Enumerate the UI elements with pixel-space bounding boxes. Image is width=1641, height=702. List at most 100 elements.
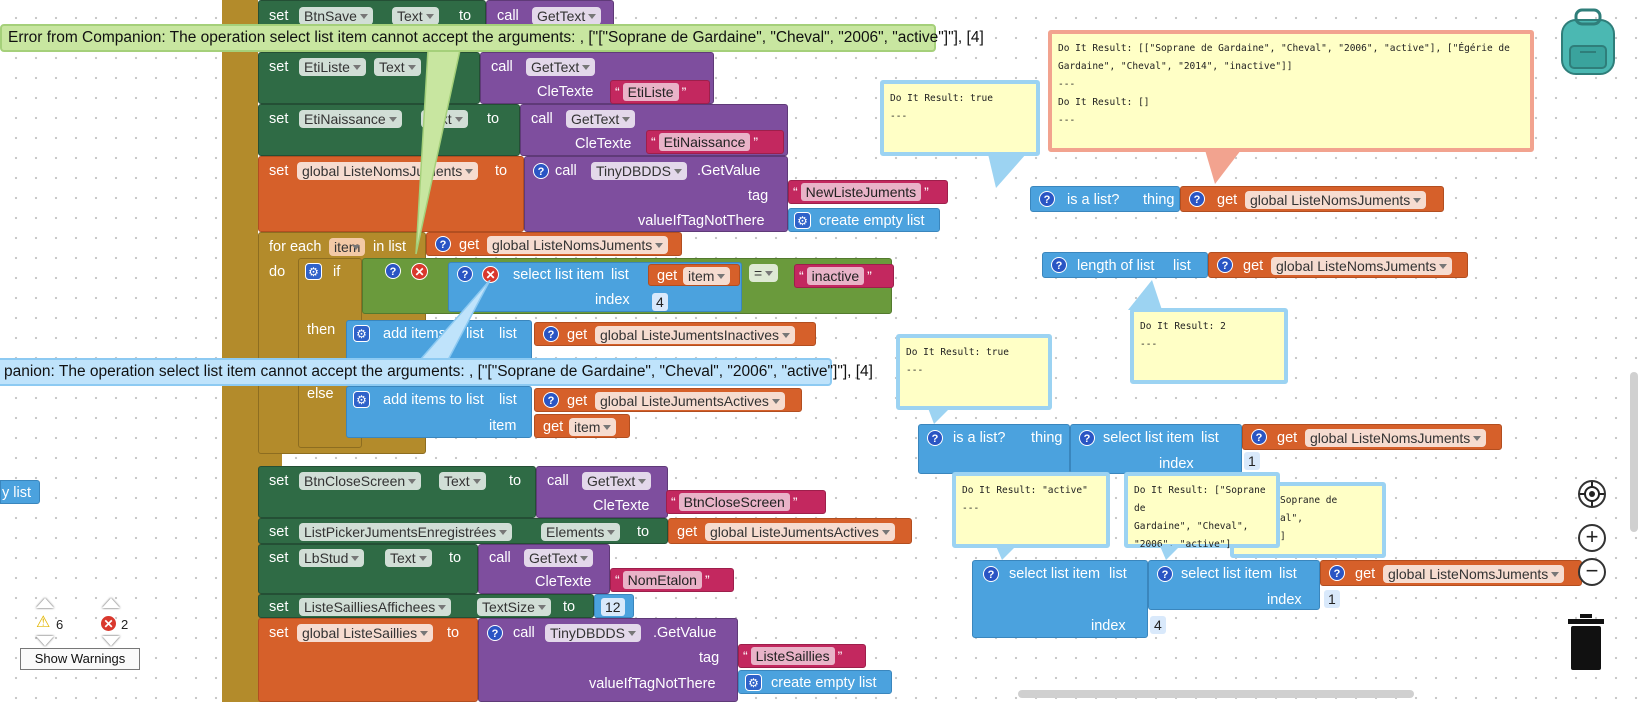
error-next-arrow[interactable] bbox=[102, 636, 120, 646]
set-lbstud[interactable]: set LbStud Text to bbox=[258, 544, 478, 594]
string-inactive[interactable]: “inactive” bbox=[794, 264, 894, 288]
index-number[interactable]: 1 bbox=[1324, 590, 1340, 608]
set-btnclosescreen[interactable]: set BtnCloseScreen Text to bbox=[258, 466, 536, 518]
number-value[interactable]: 12 bbox=[601, 598, 625, 616]
variable-dropdown[interactable]: global ListeNomsJuments bbox=[1271, 257, 1453, 275]
set-btnsave-block[interactable]: set BtnSave Text to bbox=[258, 0, 486, 30]
gear-icon[interactable]: ⚙ bbox=[353, 391, 370, 408]
set-global-listenomsjuments[interactable]: set global ListeNomsJuments to bbox=[258, 156, 524, 232]
gear-icon[interactable]: ⚙ bbox=[305, 263, 322, 280]
variable-dropdown[interactable]: global ListeNomsJuments bbox=[1245, 191, 1427, 209]
string-value[interactable]: EtiListe bbox=[622, 83, 679, 101]
string-listesaillies[interactable]: “ListeSaillies” bbox=[738, 644, 866, 668]
call-gettext-btnclose[interactable]: call GetText CleTexte bbox=[536, 466, 668, 518]
empty-list-stub[interactable]: y list bbox=[0, 480, 40, 504]
error-prev-arrow[interactable] bbox=[102, 598, 120, 608]
string-value[interactable]: ListeSaillies bbox=[750, 647, 835, 665]
create-empty-list-block[interactable]: ⚙ create empty list bbox=[788, 208, 940, 232]
component-dropdown[interactable]: BtnCloseScreen bbox=[299, 472, 422, 490]
call-tinydb-getvalue[interactable]: ? call TinyDBDDS .GetValue tag valueIfTa… bbox=[524, 156, 788, 232]
component-dropdown[interactable]: EtiListe bbox=[299, 58, 366, 76]
vertical-scrollbar[interactable] bbox=[1630, 372, 1638, 532]
variable-dropdown[interactable]: global ListeNomsJuments bbox=[487, 236, 669, 254]
operator-dropdown[interactable]: = bbox=[749, 264, 779, 282]
component-dropdown[interactable]: TinyDBDDS bbox=[545, 624, 641, 642]
get-listenoms-foreach[interactable]: ? get global ListeNomsJuments bbox=[426, 232, 682, 256]
help-icon[interactable]: ? bbox=[543, 326, 559, 342]
gear-icon[interactable]: ⚙ bbox=[745, 674, 762, 691]
select-list-item-outer[interactable]: ? select list item list index bbox=[972, 560, 1148, 638]
number-12-block[interactable]: 12 bbox=[594, 594, 634, 618]
length-of-list-block[interactable]: ? length of list list bbox=[1042, 252, 1208, 278]
help-icon[interactable]: ? bbox=[983, 566, 999, 582]
method-dropdown[interactable]: GetText bbox=[566, 110, 636, 128]
set-listpicker-elements[interactable]: set ListPickerJumentsEnregistrées Elemen… bbox=[258, 518, 668, 544]
select-list-item-scratch-1[interactable]: ? select list item list index bbox=[1070, 424, 1242, 474]
method-dropdown[interactable]: GetText bbox=[532, 7, 602, 25]
method-dropdown[interactable]: GetText bbox=[582, 472, 652, 490]
string-value[interactable]: inactive bbox=[806, 267, 865, 285]
help-icon[interactable]: ? bbox=[1251, 429, 1267, 445]
gear-icon[interactable]: ⚙ bbox=[353, 325, 370, 342]
variable-dropdown[interactable]: global ListeNomsJuments bbox=[1305, 429, 1487, 447]
get-item-block[interactable]: get item bbox=[648, 264, 740, 286]
help-icon[interactable]: ? bbox=[533, 163, 549, 179]
set-etinaissance-block[interactable]: set EtiNaissance Text to bbox=[258, 104, 520, 156]
method-dropdown[interactable]: GetText bbox=[524, 549, 594, 567]
warning-next-arrow[interactable] bbox=[36, 636, 54, 646]
string-value[interactable]: BtnCloseScreen bbox=[678, 493, 790, 511]
component-dropdown[interactable]: TinyDBDDS bbox=[591, 162, 687, 180]
get-inactives-block[interactable]: ? get global ListeJumentsInactives bbox=[534, 322, 816, 346]
string-value[interactable]: NomEtalon bbox=[622, 571, 702, 589]
string-btnclosescreen[interactable]: “BtnCloseScreen” bbox=[666, 490, 826, 514]
index-number[interactable]: 1 bbox=[1244, 452, 1260, 470]
help-icon[interactable]: ? bbox=[435, 236, 451, 252]
component-dropdown[interactable]: ListeSailliesAffichees bbox=[299, 598, 452, 616]
get-actives-listpicker[interactable]: get global ListeJumentsActives bbox=[668, 518, 912, 544]
call-tinydb-saillies[interactable]: ? call TinyDBDDS .GetValue tag valueIfTa… bbox=[478, 618, 738, 702]
help-icon[interactable]: ? bbox=[487, 625, 503, 641]
variable-dropdown[interactable]: item bbox=[683, 267, 731, 285]
get-listenoms-2[interactable]: ? get global ListeNomsJuments bbox=[1208, 252, 1468, 278]
string-etinaissance[interactable]: “EtiNaissance” bbox=[646, 130, 784, 154]
variable-dropdown[interactable]: global ListeJumentsActives bbox=[595, 392, 785, 410]
variable-dropdown[interactable]: global ListeNomsJuments bbox=[1383, 565, 1565, 583]
component-dropdown[interactable]: LbStud bbox=[299, 549, 365, 567]
get-actives-block[interactable]: ? get global ListeJumentsActives bbox=[534, 388, 802, 412]
help-icon[interactable]: ? bbox=[1189, 191, 1205, 207]
property-dropdown[interactable]: Text bbox=[385, 549, 432, 567]
help-icon[interactable]: ? bbox=[1329, 565, 1345, 581]
variable-dropdown[interactable]: item bbox=[569, 418, 617, 436]
string-etiliste[interactable]: “EtiListe” bbox=[610, 80, 710, 104]
show-warnings-button[interactable]: Show Warnings bbox=[20, 648, 140, 670]
component-dropdown[interactable]: EtiNaissance bbox=[299, 110, 402, 128]
string-newlistejuments[interactable]: “NewListeJuments” bbox=[788, 180, 948, 204]
get-item-else-block[interactable]: get item bbox=[534, 414, 630, 438]
help-icon[interactable]: ? bbox=[457, 266, 473, 282]
trash-icon[interactable] bbox=[1566, 614, 1606, 672]
help-icon[interactable]: ? bbox=[927, 430, 943, 446]
set-textsize[interactable]: set ListeSailliesAffichees TextSize to bbox=[258, 594, 594, 618]
property-dropdown[interactable]: Elements bbox=[541, 523, 621, 541]
get-listenoms-3[interactable]: ? get global ListeNomsJuments bbox=[1242, 424, 1502, 450]
select-list-item-inner[interactable]: ? select list item list index bbox=[1148, 560, 1320, 610]
create-empty-list-saillies[interactable]: ⚙ create empty list bbox=[738, 670, 892, 694]
zoom-out-icon[interactable]: − bbox=[1578, 558, 1606, 586]
property-dropdown[interactable]: Text bbox=[439, 472, 486, 490]
property-dropdown[interactable]: Text bbox=[374, 58, 421, 76]
backpack-icon[interactable] bbox=[1556, 8, 1620, 76]
string-value[interactable]: EtiNaissance bbox=[658, 133, 751, 151]
gear-icon[interactable]: ⚙ bbox=[794, 212, 811, 229]
string-nometalon[interactable]: “NomEtalon” bbox=[610, 568, 734, 592]
get-listenoms-1[interactable]: ? get global ListeNomsJuments bbox=[1180, 186, 1444, 212]
horizontal-scrollbar[interactable] bbox=[1018, 690, 1414, 698]
property-dropdown[interactable]: TextSize bbox=[477, 598, 551, 616]
variable-dropdown[interactable]: global ListeJumentsActives bbox=[705, 523, 895, 541]
property-dropdown[interactable]: Text bbox=[392, 7, 439, 25]
component-dropdown[interactable]: BtnSave bbox=[299, 7, 373, 25]
string-value[interactable]: NewListeJuments bbox=[800, 183, 922, 201]
help-icon[interactable]: ? bbox=[1217, 257, 1233, 273]
index-number[interactable]: 4 bbox=[652, 293, 668, 311]
help-icon[interactable]: ? bbox=[1051, 257, 1067, 273]
zoom-in-icon[interactable]: + bbox=[1578, 524, 1606, 552]
